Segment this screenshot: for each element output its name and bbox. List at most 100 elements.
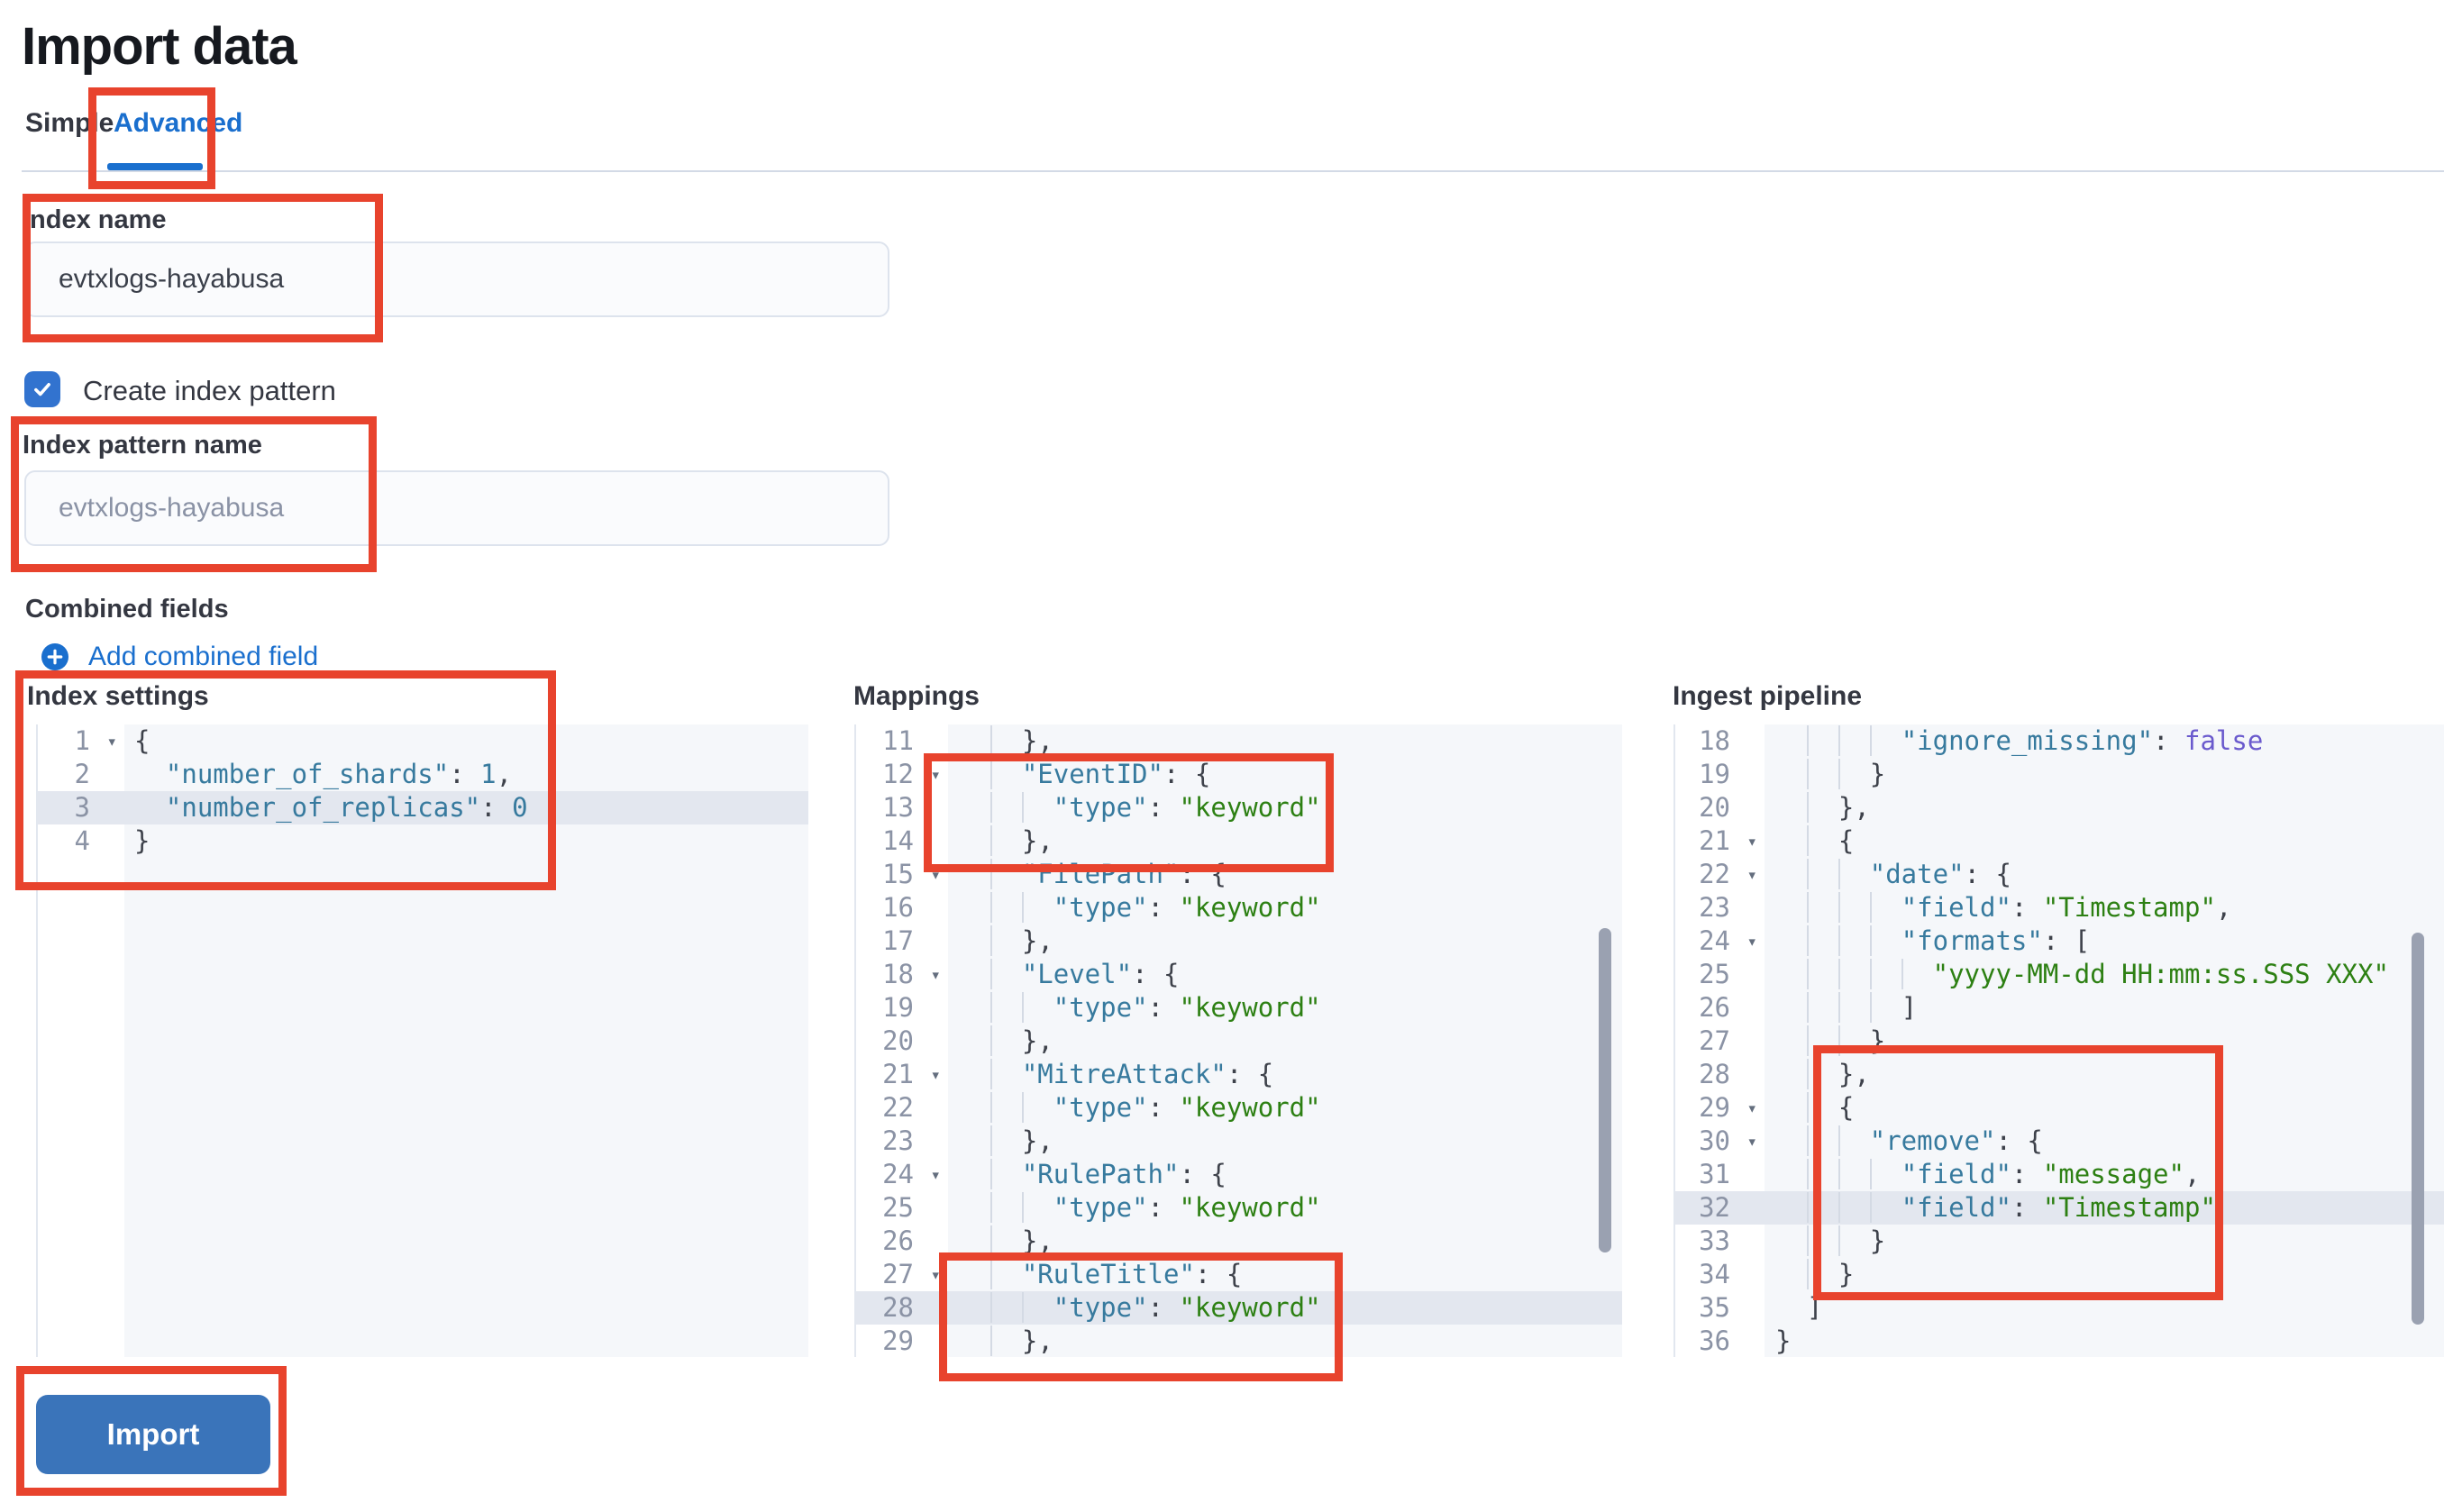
tab-simple[interactable]: Simple	[25, 108, 114, 138]
code-line[interactable]: 33 }	[1675, 1225, 2444, 1258]
fold-arrow-icon[interactable]: ▾	[1746, 1098, 1757, 1118]
code-line[interactable]: 20 },	[1675, 791, 2444, 824]
line-number: 17	[882, 925, 914, 956]
code-line[interactable]: 18 "ignore_missing": false	[1675, 724, 2444, 758]
line-number: 26	[882, 1225, 914, 1256]
index-pattern-name-label: Index pattern name	[23, 431, 262, 460]
code-text: }	[134, 825, 150, 856]
code-line[interactable]: 30▾ "remove": {	[1675, 1125, 2444, 1158]
code-line[interactable]: 31 "field": "message",	[1675, 1158, 2444, 1191]
code-text: },	[948, 724, 1622, 758]
line-number: 32	[1699, 1192, 1730, 1223]
code-editor-mappings[interactable]: 11 },12▾ "EventID": {13 "type": "keyword…	[854, 724, 1622, 1357]
code-line[interactable]: 23 },	[856, 1125, 1622, 1158]
code-line[interactable]: 21▾ "MitreAttack": {	[856, 1058, 1622, 1091]
fold-arrow-icon[interactable]: ▾	[930, 765, 941, 785]
code-line[interactable]: 28 "type": "keyword"	[856, 1291, 1622, 1325]
line-number: 18▾	[856, 958, 948, 991]
index-name-input[interactable]	[24, 241, 889, 317]
code-text: },	[1765, 1058, 2444, 1091]
import-button[interactable]: Import	[36, 1395, 270, 1474]
code-line[interactable]: 32 "field": "Timestamp"	[1675, 1191, 2444, 1225]
fold-arrow-icon[interactable]: ▾	[930, 865, 941, 885]
code-line[interactable]: 16 "type": "keyword"	[856, 891, 1622, 925]
code-text: }	[1775, 1325, 1792, 1356]
line-number: 28	[882, 1292, 914, 1323]
mappings-heading: Mappings	[853, 681, 980, 711]
ingest-pipeline-heading: Ingest pipeline	[1673, 681, 1863, 711]
code-text: "field": "Timestamp"	[1765, 1191, 2444, 1225]
fold-arrow-icon[interactable]: ▾	[930, 1065, 941, 1085]
code-text: "yyyy-MM-dd HH:mm:ss.SSS XXX"	[1765, 958, 2444, 991]
code-line[interactable]: 27 }	[1675, 1025, 2444, 1058]
code-line[interactable]: 34 }	[1675, 1258, 2444, 1291]
fold-arrow-icon[interactable]: ▾	[106, 732, 117, 751]
editor-gutter	[38, 724, 124, 1357]
code-line[interactable]: 36}	[1675, 1325, 2444, 1357]
fold-arrow-icon[interactable]: ▾	[1746, 832, 1757, 852]
line-number: 30▾	[1675, 1125, 1765, 1158]
create-index-pattern-checkbox[interactable]	[24, 371, 60, 407]
plus-in-circle-icon	[41, 643, 68, 670]
code-line[interactable]: 21▾ {	[1675, 824, 2444, 858]
editor-content-background	[948, 724, 1622, 1357]
code-line[interactable]: 23 "field": "Timestamp",	[1675, 891, 2444, 925]
code-line[interactable]: 25 "yyyy-MM-dd HH:mm:ss.SSS XXX"	[1675, 958, 2444, 991]
code-text: "date": {	[1765, 858, 2444, 891]
code-text: ]	[1806, 1292, 1823, 1323]
code-line[interactable]: 18▾ "Level": {	[856, 958, 1622, 991]
code-line[interactable]: 20 },	[856, 1025, 1622, 1058]
code-text: "number_of_shards": 1,	[165, 759, 513, 789]
fold-arrow-icon[interactable]: ▾	[930, 1165, 941, 1185]
active-tab-underline	[107, 163, 203, 170]
fold-arrow-icon[interactable]: ▾	[1746, 1132, 1757, 1152]
code-line[interactable]: 3 "number_of_replicas": 0	[38, 791, 808, 824]
line-number: 24▾	[856, 1158, 948, 1191]
code-line[interactable]: 27▾ "RuleTitle": {	[856, 1258, 1622, 1291]
code-line[interactable]: 19 }	[1675, 758, 2444, 791]
code-line[interactable]: 24▾ "formats": [	[1675, 925, 2444, 958]
line-number: 23	[1699, 892, 1730, 923]
fold-arrow-icon[interactable]: ▾	[930, 965, 941, 985]
combined-fields-label: Combined fields	[25, 595, 229, 624]
code-line[interactable]: 13 "type": "keyword"	[856, 791, 1622, 824]
code-line[interactable]: 35 ]	[1675, 1291, 2444, 1325]
line-number: 26	[1699, 992, 1730, 1023]
tab-advanced[interactable]: Advanced	[114, 108, 243, 138]
fold-arrow-icon[interactable]: ▾	[1746, 932, 1757, 952]
code-text: "EventID": {	[948, 758, 1622, 791]
vertical-scrollbar[interactable]	[2412, 933, 2424, 1325]
code-text: "remove": {	[1765, 1125, 2444, 1158]
code-line[interactable]: 22▾ "date": {	[1675, 858, 2444, 891]
line-number: 3	[74, 792, 90, 823]
code-line[interactable]: 28 },	[1675, 1058, 2444, 1091]
code-line[interactable]: 26 ]	[1675, 991, 2444, 1025]
code-line[interactable]: 14 },	[856, 824, 1622, 858]
add-combined-field-link[interactable]: Add combined field	[41, 642, 318, 672]
line-number: 15▾	[856, 858, 948, 891]
fold-arrow-icon[interactable]: ▾	[1746, 865, 1757, 885]
code-line[interactable]: 15▾ "FilePath": {	[856, 858, 1622, 891]
code-line[interactable]: 2 "number_of_shards": 1,	[38, 758, 808, 791]
code-line[interactable]: 11 },	[856, 724, 1622, 758]
vertical-scrollbar[interactable]	[1599, 928, 1611, 1252]
code-line[interactable]: 29 },	[856, 1325, 1622, 1357]
code-line[interactable]: 17 },	[856, 925, 1622, 958]
code-line[interactable]: 22 "type": "keyword"	[856, 1091, 1622, 1125]
index-pattern-name-input[interactable]	[24, 470, 889, 546]
code-line[interactable]: 24▾ "RulePath": {	[856, 1158, 1622, 1191]
code-line[interactable]: 25 "type": "keyword"	[856, 1191, 1622, 1225]
code-line[interactable]: 26 },	[856, 1225, 1622, 1258]
code-line[interactable]: 4}	[38, 824, 808, 858]
code-line[interactable]: 1▾{	[38, 724, 808, 758]
code-line[interactable]: 29▾ {	[1675, 1091, 2444, 1125]
code-line[interactable]: 19 "type": "keyword"	[856, 991, 1622, 1025]
fold-arrow-icon[interactable]: ▾	[930, 1265, 941, 1285]
code-editor-index-settings[interactable]: 1▾{2 "number_of_shards": 1,3 "number_of_…	[36, 724, 808, 1357]
line-number: 18	[1699, 725, 1730, 756]
code-line[interactable]: 12▾ "EventID": {	[856, 758, 1622, 791]
editor-content-background	[124, 724, 808, 1357]
checkmark-icon	[34, 383, 50, 396]
